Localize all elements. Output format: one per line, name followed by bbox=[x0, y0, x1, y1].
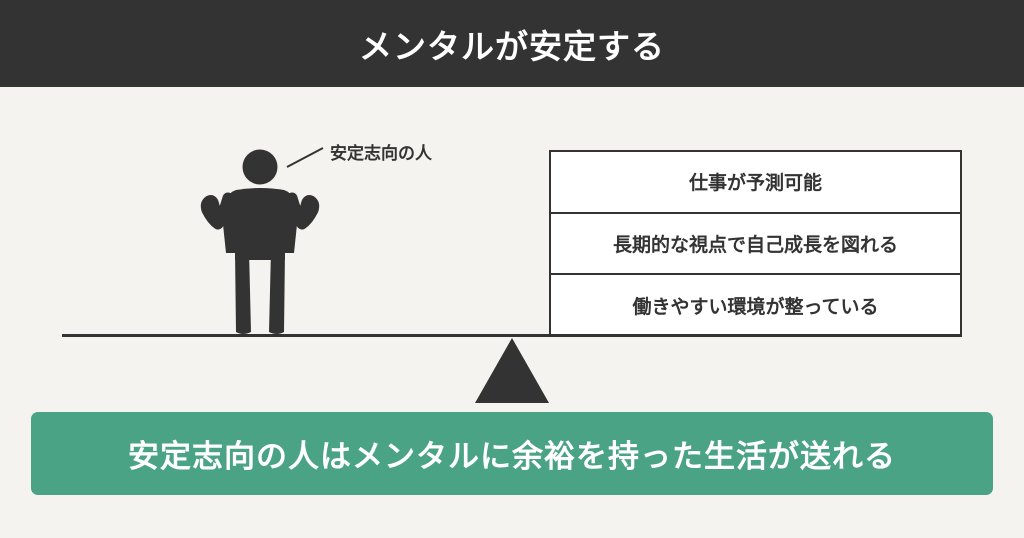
page-title: メンタルが安定する bbox=[359, 26, 665, 66]
seesaw-beam bbox=[62, 334, 962, 337]
factor-stack: 仕事が予測可能 長期的な視点で自己成長を図れる 働きやすい環境が整っている bbox=[549, 150, 962, 337]
header-banner: メンタルが安定する bbox=[0, 0, 1024, 87]
callout-line bbox=[286, 147, 324, 168]
factor-box: 長期的な視点で自己成長を図れる bbox=[551, 213, 960, 276]
factor-box: 仕事が予測可能 bbox=[551, 152, 960, 214]
factor-box: 働きやすい環境が整っている bbox=[551, 275, 960, 336]
person-label: 安定志向の人 bbox=[330, 144, 432, 164]
conclusion-banner: 安定志向の人はメンタルに余裕を持った生活が送れる bbox=[31, 412, 993, 495]
seesaw-illustration bbox=[200, 147, 549, 403]
conclusion-text: 安定志向の人はメンタルに余裕を持った生活が送れる bbox=[128, 439, 896, 475]
person-icon bbox=[200, 149, 320, 334]
triangle-fulcrum-icon bbox=[475, 338, 549, 403]
